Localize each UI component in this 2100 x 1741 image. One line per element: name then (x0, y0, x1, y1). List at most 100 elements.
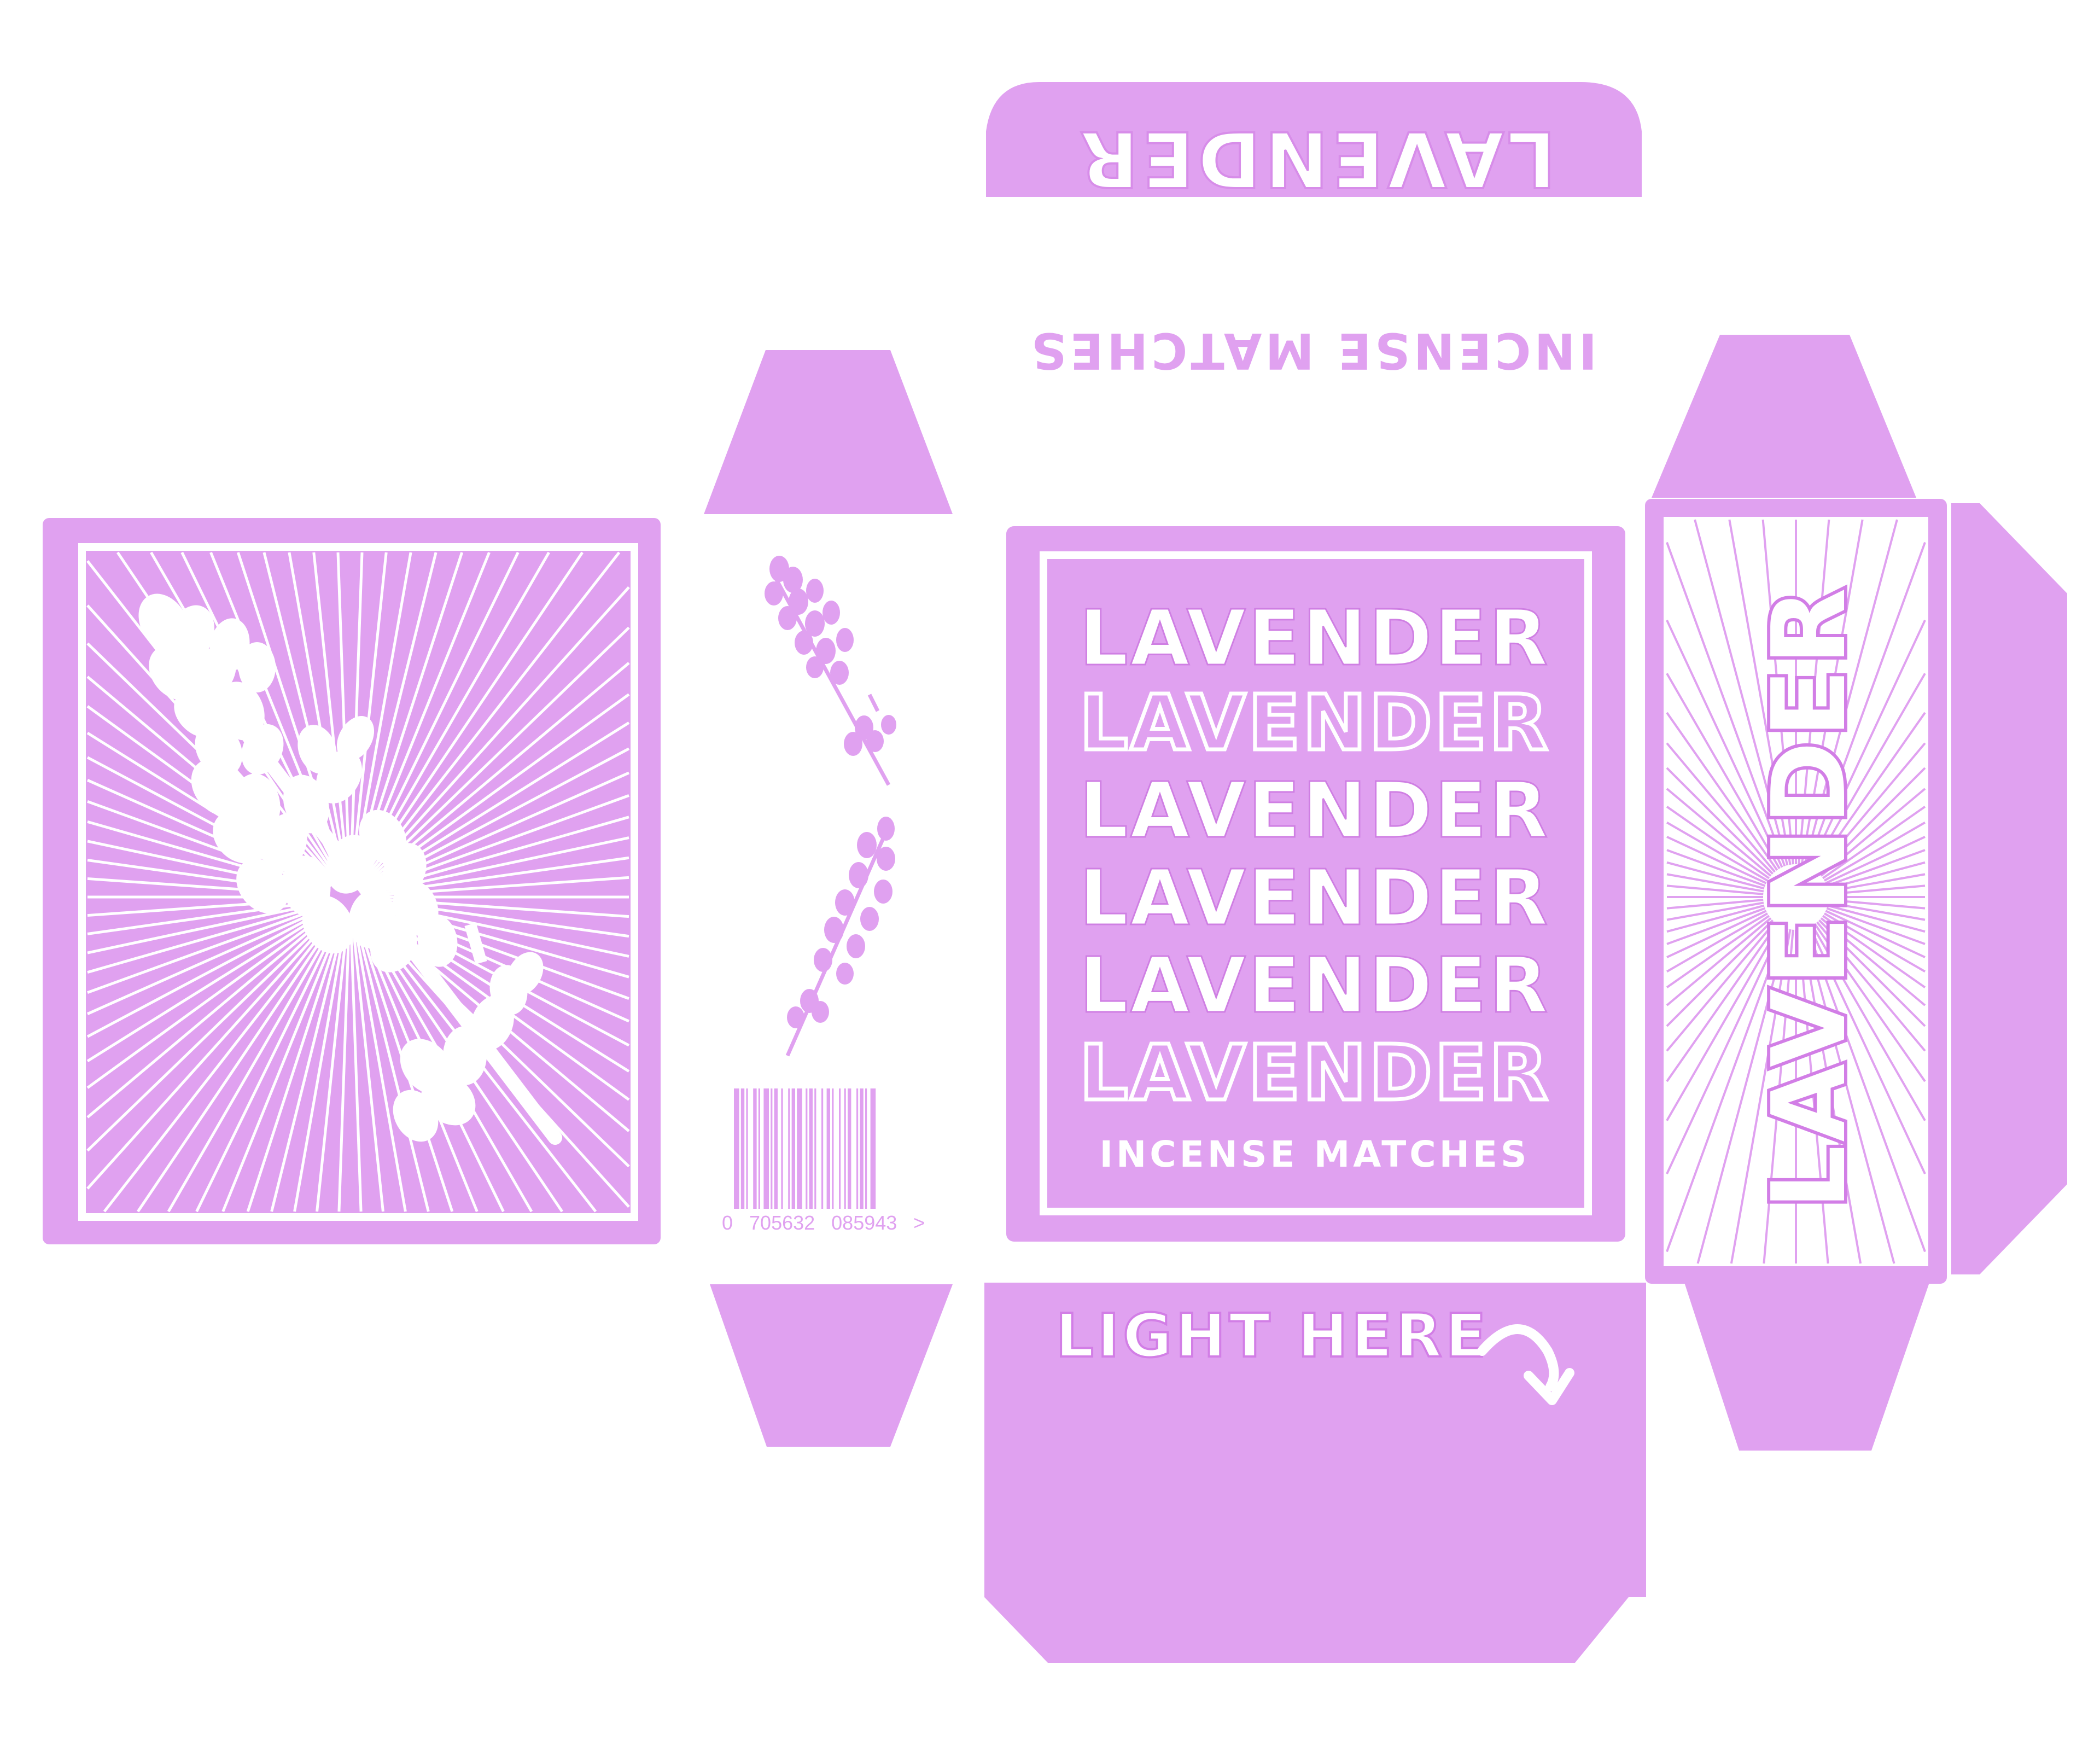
sunburst-ray (1666, 742, 1776, 873)
lavender-text-stack: LAVENDERLAVENDERLAVENDERLAVENDERLAVENDER… (1077, 593, 1550, 1120)
front-panel: LAVENDERLAVENDERLAVENDERLAVENDERLAVENDER… (1006, 526, 1625, 1242)
sunburst-ray (1666, 712, 1778, 871)
sunburst-ray (316, 918, 349, 1212)
barcode-bar (806, 1088, 808, 1209)
sunburst-ray (1822, 806, 1926, 880)
barcode-bar (753, 1088, 757, 1209)
sunburst-ray (1823, 912, 1926, 973)
sunburst-ray (1825, 910, 1926, 958)
barcode-bar (870, 1088, 876, 1209)
sunburst-ray (351, 918, 384, 1212)
sunburst-ray (1825, 836, 1926, 884)
lavender-sprig-icon (138, 593, 562, 1145)
right-panel: LAVENDER (1645, 499, 1947, 1284)
top-flap-title: LAVENDER (1077, 114, 1556, 203)
front-lavender-word: LAVENDER (1080, 941, 1550, 1030)
sunburst-ray (1666, 849, 1766, 887)
sunburst-ray (1761, 519, 1794, 865)
sunburst-ray (1666, 921, 1776, 1052)
sunburst-ray (1827, 904, 1926, 933)
sunburst-ray (337, 918, 351, 1212)
left-top-tuck-flap (704, 350, 953, 514)
bottom-panel: LIGHT HERE (984, 1283, 1646, 1663)
sunburst-ray (1666, 673, 1781, 870)
sunburst-ray (1728, 519, 1792, 865)
sunburst-ray (1666, 904, 1765, 933)
front-tagline: INCENSE MATCHES (1099, 1133, 1530, 1175)
sunburst-ray (1666, 915, 1770, 988)
sunburst-ray (1666, 923, 1778, 1082)
front-lavender-word: LAVENDER (1080, 854, 1550, 943)
sunburst-ray (1809, 926, 1926, 1174)
sunburst-ray (1826, 907, 1926, 945)
barcode-bar (814, 1088, 816, 1209)
sunburst-ray (1694, 519, 1789, 866)
sunburst-ray (363, 586, 630, 882)
barcode-bar (809, 1088, 813, 1209)
top-subtitle: INCENSE MATCHES (1028, 322, 1597, 379)
sunburst-ray (86, 912, 337, 1190)
sunburst-ray (1666, 788, 1772, 877)
sunburst-ray (1763, 929, 1794, 1264)
lavender-sprig-bottom-icon (785, 817, 895, 1057)
sunburst-ray (86, 911, 335, 1152)
sunburst-ray (293, 918, 348, 1212)
sunburst-ray (1666, 927, 1786, 1253)
barcode-bar (740, 1088, 745, 1209)
sunburst-ray (86, 906, 331, 1038)
barcode-bar (746, 1088, 748, 1209)
sunburst-ray (351, 552, 388, 876)
front-lavender-word: LAVENDER (1080, 594, 1550, 683)
barcode-bar (771, 1088, 773, 1209)
top-flap (986, 82, 1642, 197)
sunburst-ray (270, 918, 346, 1212)
sunburst-ray (1666, 822, 1769, 882)
barcode-bar (865, 1088, 867, 1209)
sunburst-ray (1828, 873, 1926, 893)
right-vertical-title: LAVENDER (1750, 584, 1868, 1209)
front-lavender-word: LAVENDER (1080, 766, 1550, 855)
barcode-bar (821, 1088, 824, 1209)
sunburst-ray (1666, 917, 1772, 1006)
sunburst-ray (1823, 822, 1926, 882)
right-bottom-tuck-flap (1684, 1283, 1929, 1451)
barcode-bar (781, 1088, 783, 1209)
sunburst-ray (1820, 917, 1926, 1006)
sunburst-ray (1822, 915, 1926, 988)
sunburst-ray (1666, 806, 1770, 880)
barcode-bar (788, 1088, 790, 1209)
sunburst-ray (1666, 873, 1764, 893)
sunburst-ray (87, 900, 329, 954)
sunburst-ray (1820, 788, 1926, 877)
sunburst-ray (167, 915, 341, 1213)
sunburst-ray (1800, 519, 1864, 865)
sunburst-ray (1666, 899, 1764, 910)
sunburst-ray (1811, 924, 1926, 1121)
sunburst-ray (1798, 929, 1829, 1264)
sunburst-ray (1666, 901, 1764, 921)
sunburst-ray (1800, 929, 1862, 1264)
sunburst-ray (1666, 767, 1774, 875)
sunburst-ray (86, 910, 334, 1119)
sunburst-ray (1666, 910, 1767, 958)
sunburst-ray (1809, 620, 1926, 868)
sunburst-ray (1828, 899, 1926, 910)
sunburst-ray (352, 918, 407, 1212)
barcode-bar (856, 1088, 859, 1209)
sunburst-ray (86, 909, 334, 1089)
front-lavender-word: LAVENDER (1080, 1029, 1550, 1118)
glue-flap (1951, 503, 2067, 1274)
barcode-bar (791, 1088, 795, 1209)
barcode-bar (763, 1088, 769, 1209)
sunburst-ray (288, 552, 348, 876)
sunburst-ray (365, 626, 630, 883)
sunburst-ray (221, 917, 343, 1212)
sunburst-ray (1813, 712, 1926, 871)
sunburst-ray (354, 918, 430, 1212)
sunburst-ray (1666, 912, 1769, 973)
sunburst-ray (1666, 541, 1786, 867)
sunburst-ray (1666, 836, 1767, 884)
sunburst-ray (1666, 884, 1764, 895)
sunburst-ray (1811, 673, 1926, 870)
